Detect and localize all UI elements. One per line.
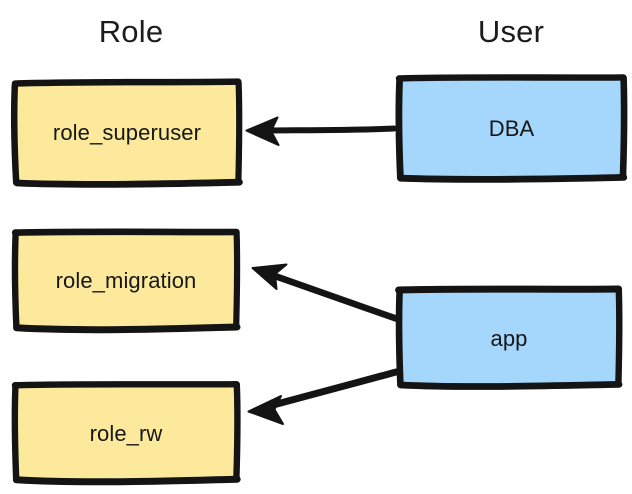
node-role-migration[interactable]: role_migration [11, 228, 241, 334]
node-label: app [490, 326, 528, 351]
column-header-role: Role [98, 14, 164, 49]
edge-app-to-role-rw [247, 368, 400, 425]
node-role-superuser[interactable]: role_superuser [10, 78, 243, 188]
column-header-user: User [477, 14, 545, 49]
edge-dba-to-role-superuser [245, 116, 397, 146]
node-sketch-border [395, 285, 623, 390]
node-label: role_superuser [52, 119, 202, 145]
node-sketch-border [395, 74, 628, 183]
node-dba[interactable]: DBA [395, 74, 628, 183]
node-label: DBA [488, 116, 535, 141]
node-sketch-border [11, 381, 241, 486]
node-app[interactable]: app [395, 285, 623, 390]
node-role-rw[interactable]: role_rw [11, 381, 241, 486]
node-label: role_migration [55, 268, 197, 293]
node-label: role_rw [89, 420, 163, 446]
node-sketch-border [10, 78, 243, 188]
edge-app-to-role-migration [251, 263, 400, 322]
node-sketch-border [11, 228, 241, 334]
